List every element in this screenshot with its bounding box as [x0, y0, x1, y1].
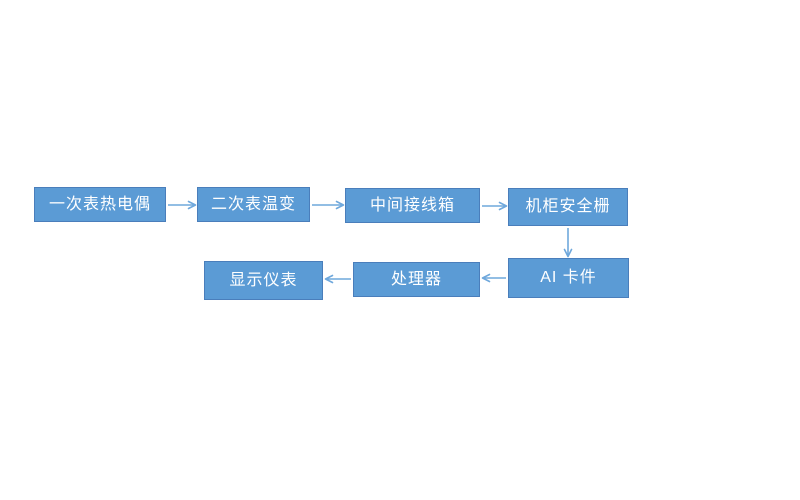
flow-node-label: 处理器 — [390, 270, 442, 288]
flow-node-display-instrument: 显示仪表 — [204, 261, 323, 300]
flow-node-primary-thermocouple: 一次表热电偶 — [34, 187, 166, 222]
flow-node-safety-barrier: 机柜安全栅 — [508, 188, 628, 226]
flow-node-label: AI 卡件 — [540, 269, 597, 286]
flow-node-processor: 处理器 — [353, 262, 480, 297]
flow-node-label: 中间接线箱 — [369, 196, 455, 214]
flow-node-label: 显示仪表 — [229, 271, 298, 289]
flow-node-junction-box: 中间接线箱 — [345, 188, 480, 223]
flow-node-ai-card: AI 卡件 — [508, 258, 629, 298]
flow-node-label: 一次表热电偶 — [48, 195, 151, 213]
flow-node-secondary-transmitter: 二次表温变 — [197, 187, 310, 222]
flow-node-label: 二次表温变 — [210, 195, 296, 213]
flow-node-label: 机柜安全栅 — [525, 198, 611, 215]
